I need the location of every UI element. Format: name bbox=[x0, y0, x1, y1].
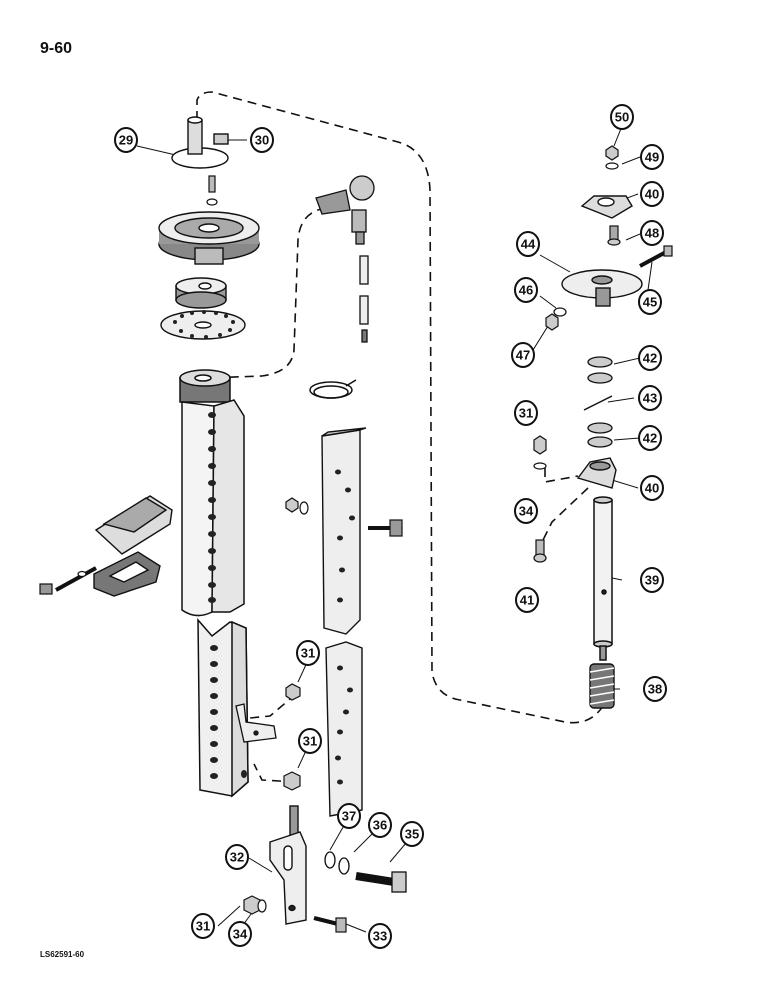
plate-bolt bbox=[368, 519, 403, 537]
callout-44: 44 bbox=[516, 231, 540, 257]
callout-label: 40 bbox=[645, 187, 659, 202]
callout-42: 42 bbox=[638, 425, 662, 451]
index-plate bbox=[561, 269, 643, 307]
callout-43: 43 bbox=[638, 385, 662, 411]
callout-label: 46 bbox=[519, 283, 533, 298]
callout-label: 30 bbox=[255, 133, 269, 148]
figure-code: LS62591-60 bbox=[40, 950, 85, 959]
callout-41: 41 bbox=[515, 587, 539, 613]
callout-label: 42 bbox=[643, 431, 657, 446]
callout-30: 30 bbox=[250, 127, 274, 153]
callout-31: 31 bbox=[191, 913, 215, 939]
callout-35: 35 bbox=[400, 821, 424, 847]
control-shaft bbox=[593, 496, 613, 661]
callout-45: 45 bbox=[638, 289, 662, 315]
callout-label: 44 bbox=[521, 237, 536, 252]
side-plate-lower bbox=[325, 641, 363, 817]
drum-hub bbox=[158, 211, 260, 265]
lower-flange-bolt bbox=[533, 539, 547, 563]
callout-label: 45 bbox=[643, 295, 657, 310]
bearing-flange-lower bbox=[576, 457, 617, 489]
callout-31: 31 bbox=[296, 640, 320, 666]
page-number: 9-60 bbox=[40, 40, 73, 57]
side-plate-upper bbox=[321, 427, 367, 635]
top-nut-washer bbox=[605, 145, 619, 170]
indexing-disc bbox=[160, 310, 246, 340]
index-nut bbox=[545, 307, 567, 331]
callout-31: 31 bbox=[514, 400, 538, 426]
swivel-plate bbox=[171, 116, 229, 169]
collar bbox=[175, 277, 227, 309]
spout-bracket bbox=[93, 495, 173, 597]
callout-label: 47 bbox=[516, 348, 530, 363]
callout-layer: 29 30 50 49 40 48 44 45 46 47 42 43 31 42 40 34 39 41 38 31… bbox=[114, 104, 667, 949]
callout-42: 42 bbox=[638, 345, 662, 371]
callout-38: 38 bbox=[643, 676, 667, 702]
callout-label: 38 bbox=[648, 682, 662, 697]
washers bbox=[324, 851, 350, 875]
cotter-pin bbox=[583, 395, 613, 411]
assembly-dashed-lines bbox=[196, 91, 604, 834]
callout-34: 34 bbox=[514, 498, 538, 524]
retainer-ring bbox=[309, 379, 357, 399]
compression-spring bbox=[589, 663, 615, 709]
callout-37: 37 bbox=[337, 803, 361, 829]
callout-34: 34 bbox=[228, 921, 252, 947]
callout-label: 34 bbox=[519, 504, 534, 519]
callout-label: 31 bbox=[519, 406, 533, 421]
upper-hex-nut bbox=[285, 683, 301, 701]
callout-label: 37 bbox=[342, 809, 356, 824]
callout-46: 46 bbox=[514, 277, 538, 303]
callout-40: 40 bbox=[640, 475, 664, 501]
long-bolt bbox=[639, 245, 673, 268]
callout-label: 49 bbox=[645, 150, 659, 165]
upper-spout-tube bbox=[179, 369, 245, 617]
bottom-nut bbox=[243, 895, 267, 915]
lower-hex-nut bbox=[283, 771, 301, 791]
callout-label: 34 bbox=[233, 927, 248, 942]
callout-label: 50 bbox=[615, 110, 629, 125]
plate-nuts bbox=[285, 497, 309, 515]
callout-32: 32 bbox=[225, 844, 249, 870]
callout-label: 35 bbox=[405, 827, 419, 842]
flange-bolt bbox=[607, 225, 621, 246]
mounting-bracket bbox=[269, 805, 307, 925]
callout-47: 47 bbox=[511, 342, 535, 368]
callout-label: 32 bbox=[230, 850, 244, 865]
callout-label: 40 bbox=[645, 481, 659, 496]
shaft-washers bbox=[587, 356, 613, 448]
callout-29: 29 bbox=[114, 127, 138, 153]
grease-fitting bbox=[315, 175, 375, 343]
hex-bolt bbox=[355, 871, 407, 893]
callout-label: 31 bbox=[301, 646, 315, 661]
callout-label: 48 bbox=[645, 226, 659, 241]
shaft-nut bbox=[533, 435, 547, 470]
callout-label: 29 bbox=[119, 133, 133, 148]
bearing-flange-upper bbox=[580, 195, 633, 219]
callout-39: 39 bbox=[640, 567, 664, 593]
callout-label: 39 bbox=[645, 573, 659, 588]
callout-label: 41 bbox=[520, 593, 534, 608]
callout-50: 50 bbox=[610, 104, 634, 130]
bottom-bolt bbox=[313, 916, 347, 933]
bracket-bolt bbox=[39, 566, 97, 595]
callout-label: 36 bbox=[373, 818, 387, 833]
callout-31: 31 bbox=[298, 728, 322, 754]
callout-label: 42 bbox=[643, 351, 657, 366]
lower-spout-tube bbox=[197, 617, 249, 798]
angle-clip bbox=[235, 703, 277, 743]
callout-label: 43 bbox=[643, 391, 657, 406]
callout-label: 33 bbox=[373, 929, 387, 944]
callout-36: 36 bbox=[368, 812, 392, 838]
callout-label: 31 bbox=[196, 919, 210, 934]
callout-33: 33 bbox=[368, 923, 392, 949]
callout-40: 40 bbox=[640, 181, 664, 207]
callout-label: 31 bbox=[303, 734, 317, 749]
callout-49: 49 bbox=[640, 144, 664, 170]
callout-48: 48 bbox=[640, 220, 664, 246]
small-screw bbox=[206, 175, 218, 206]
